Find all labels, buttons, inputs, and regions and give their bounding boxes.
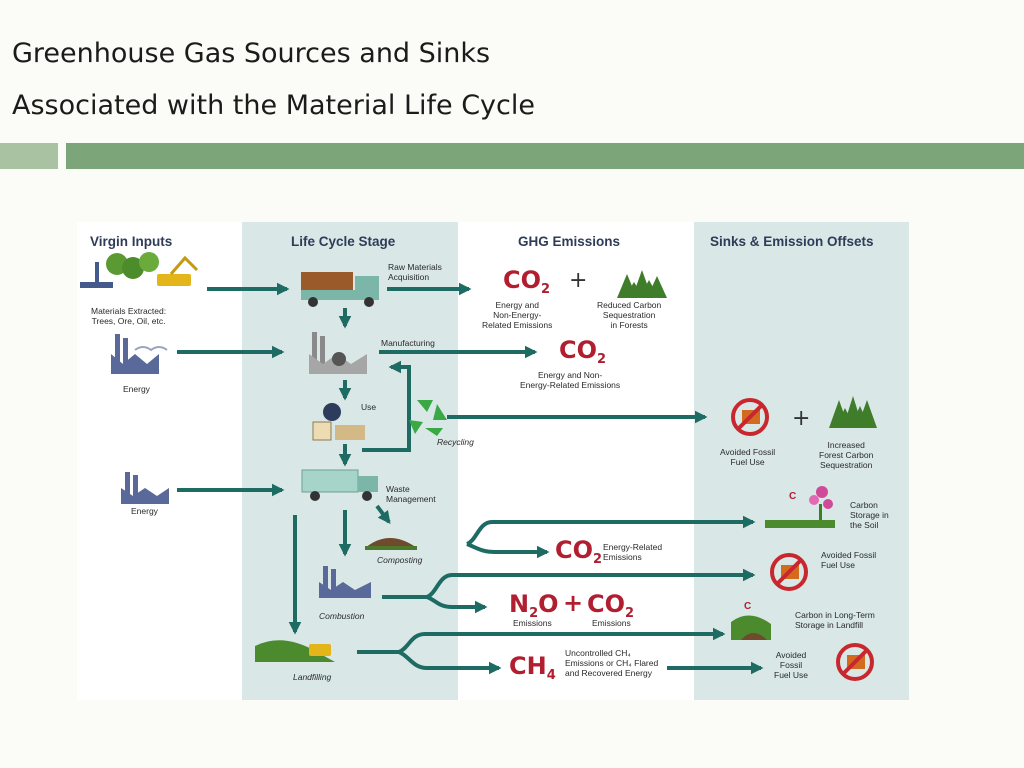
no-fossil-fuel-icon bbox=[770, 553, 808, 591]
life-cycle-diagram: Virgin Inputs Life Cycle Stage GHG Emiss… bbox=[77, 222, 909, 700]
heading-life-cycle-stage: Life Cycle Stage bbox=[291, 234, 396, 249]
co2-raw-materials: CO2 bbox=[503, 266, 551, 297]
soil-storage-label: Carbon Storage in the Soil bbox=[850, 500, 889, 530]
column-sinks bbox=[694, 222, 909, 700]
heading-virgin-inputs: Virgin Inputs bbox=[90, 234, 173, 249]
composting-label: Composting bbox=[377, 555, 423, 565]
mining-icon bbox=[80, 252, 199, 288]
composting-emissions-label: Energy-Related Emissions bbox=[603, 542, 663, 562]
no-fossil-fuel-icon bbox=[836, 643, 874, 681]
co2-manufacturing: CO2 bbox=[559, 336, 607, 367]
n2o-emissions-label: Emissions bbox=[513, 618, 552, 628]
waste-management-label: Waste Management bbox=[386, 484, 436, 504]
column-virgin-inputs bbox=[77, 222, 242, 700]
heading-sinks: Sinks & Emission Offsets bbox=[710, 234, 874, 249]
use-label: Use bbox=[361, 402, 377, 412]
manufacturing-emissions-label: Energy and Non- Energy-Related Emissions bbox=[520, 370, 621, 390]
soil-plant-icon bbox=[765, 486, 835, 528]
slide-title: Greenhouse Gas Sources and Sinks Associa… bbox=[12, 28, 535, 132]
plus-sign: + bbox=[792, 406, 811, 431]
landfill-storage-icon bbox=[731, 615, 771, 640]
compost-icon bbox=[365, 538, 417, 550]
landfill-icon bbox=[255, 640, 335, 662]
title-line-1: Greenhouse Gas Sources and Sinks bbox=[12, 38, 491, 69]
energy-label-1: Energy bbox=[123, 384, 150, 394]
flow-graphics bbox=[80, 252, 877, 681]
factory-icon bbox=[121, 472, 169, 504]
landfill-carbon-symbol: C bbox=[744, 601, 752, 612]
co2-combustion: CO2 bbox=[587, 590, 635, 621]
ch4-landfilling: CH4 bbox=[509, 652, 556, 683]
column-ghg-emissions bbox=[458, 222, 694, 700]
n2o-combustion: N2O bbox=[509, 590, 559, 621]
forest-icon bbox=[617, 270, 667, 298]
forest-sequestration-label: Increased Forest Carbon Sequestration bbox=[819, 440, 874, 470]
landfilling-label: Landfilling bbox=[293, 672, 332, 682]
avoided-fossil-label-2: Avoided Fossil Fuel Use bbox=[821, 550, 877, 570]
flow-arrows bbox=[177, 282, 764, 675]
co2-emissions-label: Emissions bbox=[592, 618, 631, 628]
plus-sign: + bbox=[569, 268, 588, 293]
materials-label: Materials Extracted: Trees, Ore, Oil, et… bbox=[91, 306, 167, 326]
avoided-fossil-label-1: Avoided Fossil Fuel Use bbox=[720, 447, 776, 467]
recycling-label: Recycling bbox=[437, 437, 474, 447]
soil-carbon-symbol: C bbox=[789, 491, 797, 502]
recycling-icon bbox=[409, 400, 447, 436]
manufacturing-label: Manufacturing bbox=[381, 338, 435, 348]
raw-materials-label: Raw Materials Acquisition bbox=[388, 262, 442, 282]
factory-icon bbox=[309, 332, 367, 374]
accent-bar-small bbox=[0, 143, 58, 169]
title-line-2: Associated with the Material Life Cycle bbox=[12, 90, 535, 121]
landfill-storage-label: Carbon in Long-Term Storage in Landfill bbox=[795, 610, 875, 630]
energy-label-2: Energy bbox=[131, 506, 158, 516]
factory-icon bbox=[319, 566, 371, 598]
ch4-emissions-label: Uncontrolled CH₄ Emissions or CH₄ Flared… bbox=[565, 648, 659, 678]
heading-ghg-emissions: GHG Emissions bbox=[518, 234, 621, 249]
garbage-truck-icon bbox=[301, 469, 378, 501]
forest-icon bbox=[829, 396, 877, 428]
use-icon bbox=[312, 403, 365, 441]
reduced-sequestration-label: Reduced Carbon Sequestration in Forests bbox=[597, 300, 662, 330]
co2-composting: CO2 bbox=[555, 536, 603, 567]
combustion-label: Combustion bbox=[319, 611, 365, 621]
raw-emissions-label: Energy and Non-Energy- Related Emissions bbox=[482, 300, 553, 330]
no-fossil-fuel-icon bbox=[731, 398, 769, 436]
log-truck-icon bbox=[301, 272, 379, 307]
accent-bar bbox=[66, 143, 1024, 169]
avoided-fossil-label-3: Avoided Fossil Fuel Use bbox=[774, 650, 809, 680]
plus-sign: + bbox=[563, 589, 584, 617]
factory-icon bbox=[111, 334, 168, 374]
